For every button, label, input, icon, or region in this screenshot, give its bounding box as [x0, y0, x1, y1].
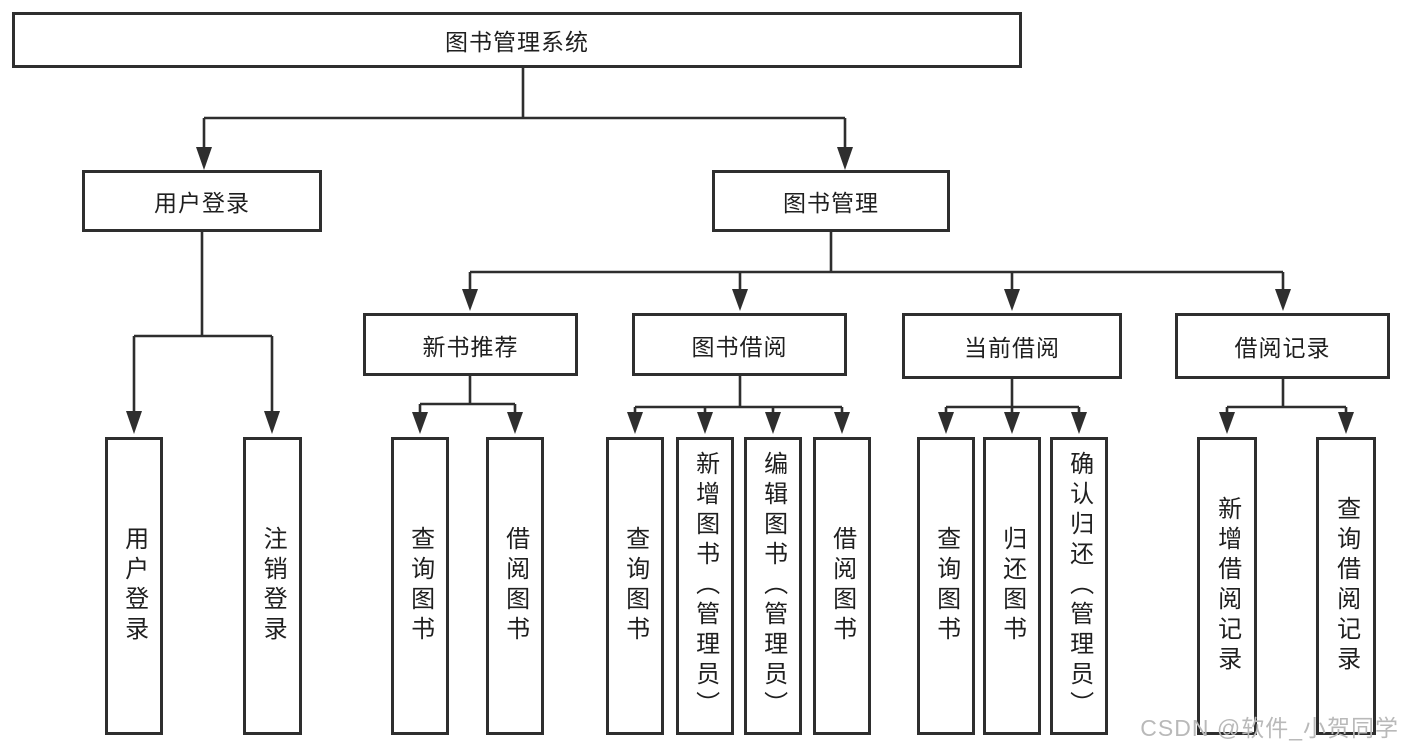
node-label: 图书借阅: [691, 333, 788, 360]
leaf-add-borrow-record: 新增借阅记录: [1197, 437, 1257, 735]
arrowhead-icon: [412, 412, 428, 434]
leaf-query-borrow-record: 查询借阅记录: [1316, 437, 1376, 735]
leaf-borrow-books: 借阅图书: [813, 437, 871, 735]
arrowhead-icon: [196, 147, 212, 170]
arrowhead-icon: [938, 412, 954, 434]
node-label: 借阅记录: [1234, 335, 1331, 361]
leaf-logout-login: 注销登录: [243, 437, 302, 735]
arrowhead-icon: [1219, 412, 1235, 434]
leaf-label: 用户登录: [120, 526, 148, 646]
arrowhead-icon: [1338, 412, 1354, 434]
leaf-label: 确认归还（管理员）: [1065, 451, 1093, 721]
leaf-label: 查询图书: [932, 526, 960, 646]
node-user-login: 用户登录: [82, 170, 322, 232]
leaf-confirm-return-admin: 确认归还（管理员）: [1050, 437, 1108, 735]
leaf-label: 新增图书（管理员）: [691, 451, 719, 721]
leaf-label: 新增借阅记录: [1213, 496, 1241, 676]
node-label: 新书推荐: [422, 333, 519, 360]
node-book-borrow: 图书借阅: [632, 313, 847, 376]
leaf-query-books-current: 查询图书: [917, 437, 975, 735]
node-book-management: 图书管理: [712, 170, 950, 232]
arrowhead-icon: [264, 411, 280, 434]
connector-current-to-leaves: [944, 379, 1081, 413]
arrowhead-icon: [834, 412, 850, 434]
arrowhead-icon: [732, 289, 748, 311]
connector-records-to-leaves: [1225, 379, 1348, 413]
arrowhead-icon: [1004, 412, 1020, 434]
leaf-query-books-recommend: 查询图书: [391, 437, 449, 735]
arrowhead-icon: [1004, 289, 1020, 311]
leaf-user-login: 用户登录: [105, 437, 163, 735]
arrowhead-icon: [697, 412, 713, 434]
node-label: 图书管理: [783, 190, 879, 216]
leaf-query-books-borrow: 查询图书: [606, 437, 664, 735]
connector-recommend-to-leaves: [418, 376, 517, 413]
leaf-label: 查询图书: [621, 526, 649, 646]
node-current-borrow: 当前借阅: [902, 313, 1122, 379]
arrowhead-icon: [126, 411, 142, 434]
leaf-add-book-admin: 新增图书（管理员）: [676, 437, 734, 735]
node-root-system: 图书管理系统: [12, 12, 1022, 68]
leaf-label: 查询借阅记录: [1332, 496, 1360, 676]
leaf-borrow-books-recommend: 借阅图书: [486, 437, 544, 735]
arrowhead-icon: [462, 289, 478, 311]
arrowhead-icon: [1275, 289, 1291, 311]
node-label: 当前借阅: [964, 335, 1060, 361]
arrowhead-icon: [837, 147, 853, 170]
arrowhead-icon: [507, 412, 523, 434]
leaf-label: 注销登录: [259, 526, 287, 646]
arrowheads: [126, 147, 1354, 434]
arrowhead-icon: [627, 412, 643, 434]
leaf-return-book: 归还图书: [983, 437, 1041, 735]
leaf-label: 查询图书: [406, 526, 434, 646]
leaf-label: 借阅图书: [828, 526, 856, 646]
arrowhead-icon: [1071, 412, 1087, 434]
arrowhead-icon: [765, 412, 781, 434]
leaf-edit-book-admin: 编辑图书（管理员）: [744, 437, 802, 735]
node-root-label: 图书管理系统: [445, 29, 589, 55]
leaf-label: 归还图书: [998, 526, 1026, 646]
node-borrow-records: 借阅记录: [1175, 313, 1390, 379]
node-label: 用户登录: [154, 190, 250, 216]
connector-root-to-level2: [202, 68, 847, 150]
node-new-book-recommend: 新书推荐: [363, 313, 578, 376]
connector-userlogin-to-leaves: [132, 232, 274, 413]
leaf-label: 编辑图书（管理员）: [759, 451, 787, 721]
connector-borrow-to-leaves: [633, 376, 844, 413]
leaf-label: 借阅图书: [501, 526, 529, 646]
connector-bookmgmt-to-level3: [468, 232, 1285, 291]
